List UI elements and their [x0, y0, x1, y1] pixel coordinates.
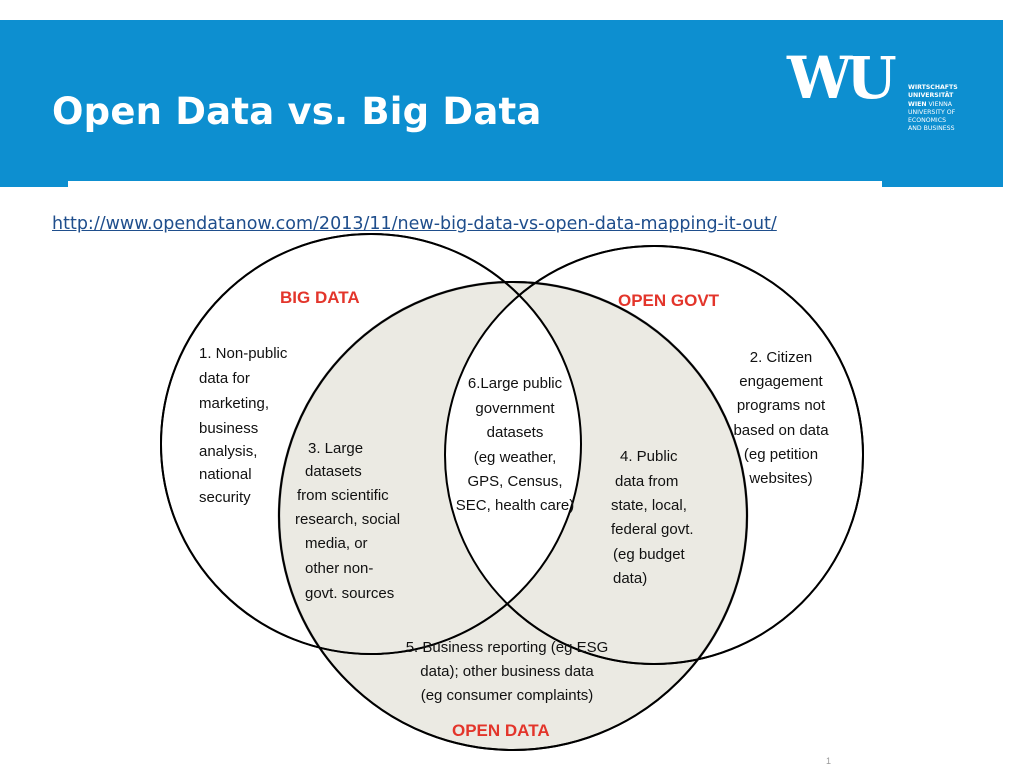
- open-govt-label: OPEN GOVT: [618, 291, 720, 310]
- region-6-line: (eg weather,: [474, 449, 557, 466]
- region-1-line: security: [199, 489, 251, 506]
- logo-line-3-bold: WIEN: [908, 100, 927, 108]
- open-data-label: OPEN DATA: [452, 721, 550, 740]
- region-1-line: analysis,: [199, 443, 257, 460]
- region-3-line: 3. Large: [308, 440, 363, 457]
- wu-logo: WU WIRTSCHAFTS UNIVERSITÄT WIEN VIENNA U…: [787, 46, 987, 156]
- region-4-text: 4. Public data from state, local, federa…: [611, 448, 694, 587]
- region-5-text: 5. Business reporting (eg ESG data); oth…: [406, 639, 609, 704]
- big-data-label: BIG DATA: [280, 288, 360, 307]
- region-6-line: datasets: [487, 424, 544, 441]
- region-1-line: data for: [199, 370, 250, 387]
- venn-outlines: [160, 233, 864, 751]
- region-6-text: 6.Large public government datasets (eg w…: [456, 375, 574, 514]
- region-3-text: 3. Large datasets from scientific resear…: [295, 440, 400, 602]
- venn-labels: BIG DATA OPEN GOVT OPEN DATA: [280, 288, 720, 740]
- region-2-line: 2. Citizen: [750, 349, 813, 366]
- region-6-line: 6.Large public: [468, 375, 563, 392]
- logo-line-6: AND BUSINESS: [908, 125, 955, 133]
- logo-line-4: UNIVERSITY OF: [908, 108, 956, 116]
- region-5-line: data); other business data: [420, 663, 594, 680]
- white-regions: [162, 235, 862, 663]
- region-1-line: marketing,: [199, 395, 269, 412]
- region-3-line: from scientific: [297, 487, 389, 504]
- logo-line-2: UNIVERSITÄT: [908, 92, 954, 100]
- region-6-line: SEC, health care): [456, 497, 574, 514]
- region-1-line: 1. Non-public: [199, 345, 288, 362]
- logo-line-3: WIEN VIENNA: [908, 101, 988, 109]
- logo-mark: WU: [787, 44, 897, 112]
- region-4-line: data from: [615, 473, 678, 490]
- header-divider: [68, 181, 882, 189]
- region-2-text: 2. Citizen engagement programs not based…: [733, 349, 829, 487]
- region-4-line: federal govt.: [611, 521, 694, 538]
- region-3-line: other non-: [305, 560, 373, 577]
- region-4-line: 4. Public: [620, 448, 678, 465]
- region-2-line: programs not: [737, 397, 826, 414]
- region-3-line: datasets: [305, 463, 362, 480]
- region-5-line: (eg consumer complaints): [421, 687, 594, 704]
- region-5-line: 5. Business reporting (eg ESG: [406, 639, 609, 656]
- region-2-line: (eg petition: [744, 446, 818, 463]
- logo-text: WIRTSCHAFTS UNIVERSITÄT WIEN VIENNA UNIV…: [908, 84, 988, 134]
- region-2-line: engagement: [739, 373, 823, 390]
- region-6-line: GPS, Census,: [467, 473, 562, 490]
- source-link[interactable]: http://www.opendatanow.com/2013/11/new-b…: [52, 214, 777, 234]
- header-banner: [0, 20, 1003, 187]
- region-3-line: govt. sources: [305, 585, 394, 602]
- region-4-line: state, local,: [611, 497, 687, 514]
- region-2-line: websites): [748, 470, 812, 487]
- region-1-line: national: [199, 466, 252, 483]
- region-3-line: media, or: [305, 535, 368, 552]
- logo-line-3-rest: VIENNA: [928, 100, 952, 108]
- center-overlap-fill: [446, 283, 580, 653]
- slide-title: Open Data vs. Big Data: [52, 90, 542, 133]
- logo-line-1: WIRTSCHAFTS: [908, 84, 958, 91]
- open-govt-outline: [444, 245, 864, 665]
- venn-region-texts: 1. Non-public data for marketing, busine…: [199, 345, 829, 704]
- logo-line-5: ECONOMICS: [908, 117, 947, 125]
- region-1-text: 1. Non-public data for marketing, busine…: [199, 345, 288, 506]
- open-data-outline: [278, 281, 748, 751]
- region-6-line: government: [475, 400, 555, 417]
- region-2-line: based on data: [733, 422, 829, 439]
- big-data-outline: [160, 233, 582, 655]
- page-number: 1: [826, 756, 832, 766]
- region-3-line: research, social: [295, 511, 400, 528]
- region-4-line: data): [613, 570, 647, 587]
- region-4-line: (eg budget: [613, 546, 686, 563]
- region-1-line: business: [199, 420, 258, 437]
